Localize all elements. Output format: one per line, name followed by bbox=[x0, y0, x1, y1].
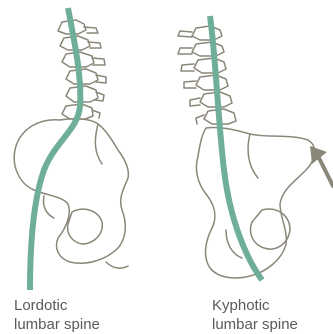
kyphotic-caption: Kyphotic lumbar spine bbox=[212, 296, 298, 334]
lordotic-caption-line2: lumbar spine bbox=[14, 315, 100, 334]
lordotic-spine-line bbox=[30, 8, 80, 290]
tilt-arrow-icon bbox=[310, 146, 333, 186]
kyphotic-pelvis bbox=[196, 127, 314, 277]
kyphotic-caption-line1: Kyphotic bbox=[212, 296, 298, 315]
kyphotic-vertebrae bbox=[178, 26, 236, 124]
kyphotic-caption-line2: lumbar spine bbox=[212, 315, 298, 334]
lordotic-caption: Lordotic lumbar spine bbox=[14, 296, 100, 334]
lordotic-caption-line1: Lordotic bbox=[14, 296, 100, 315]
